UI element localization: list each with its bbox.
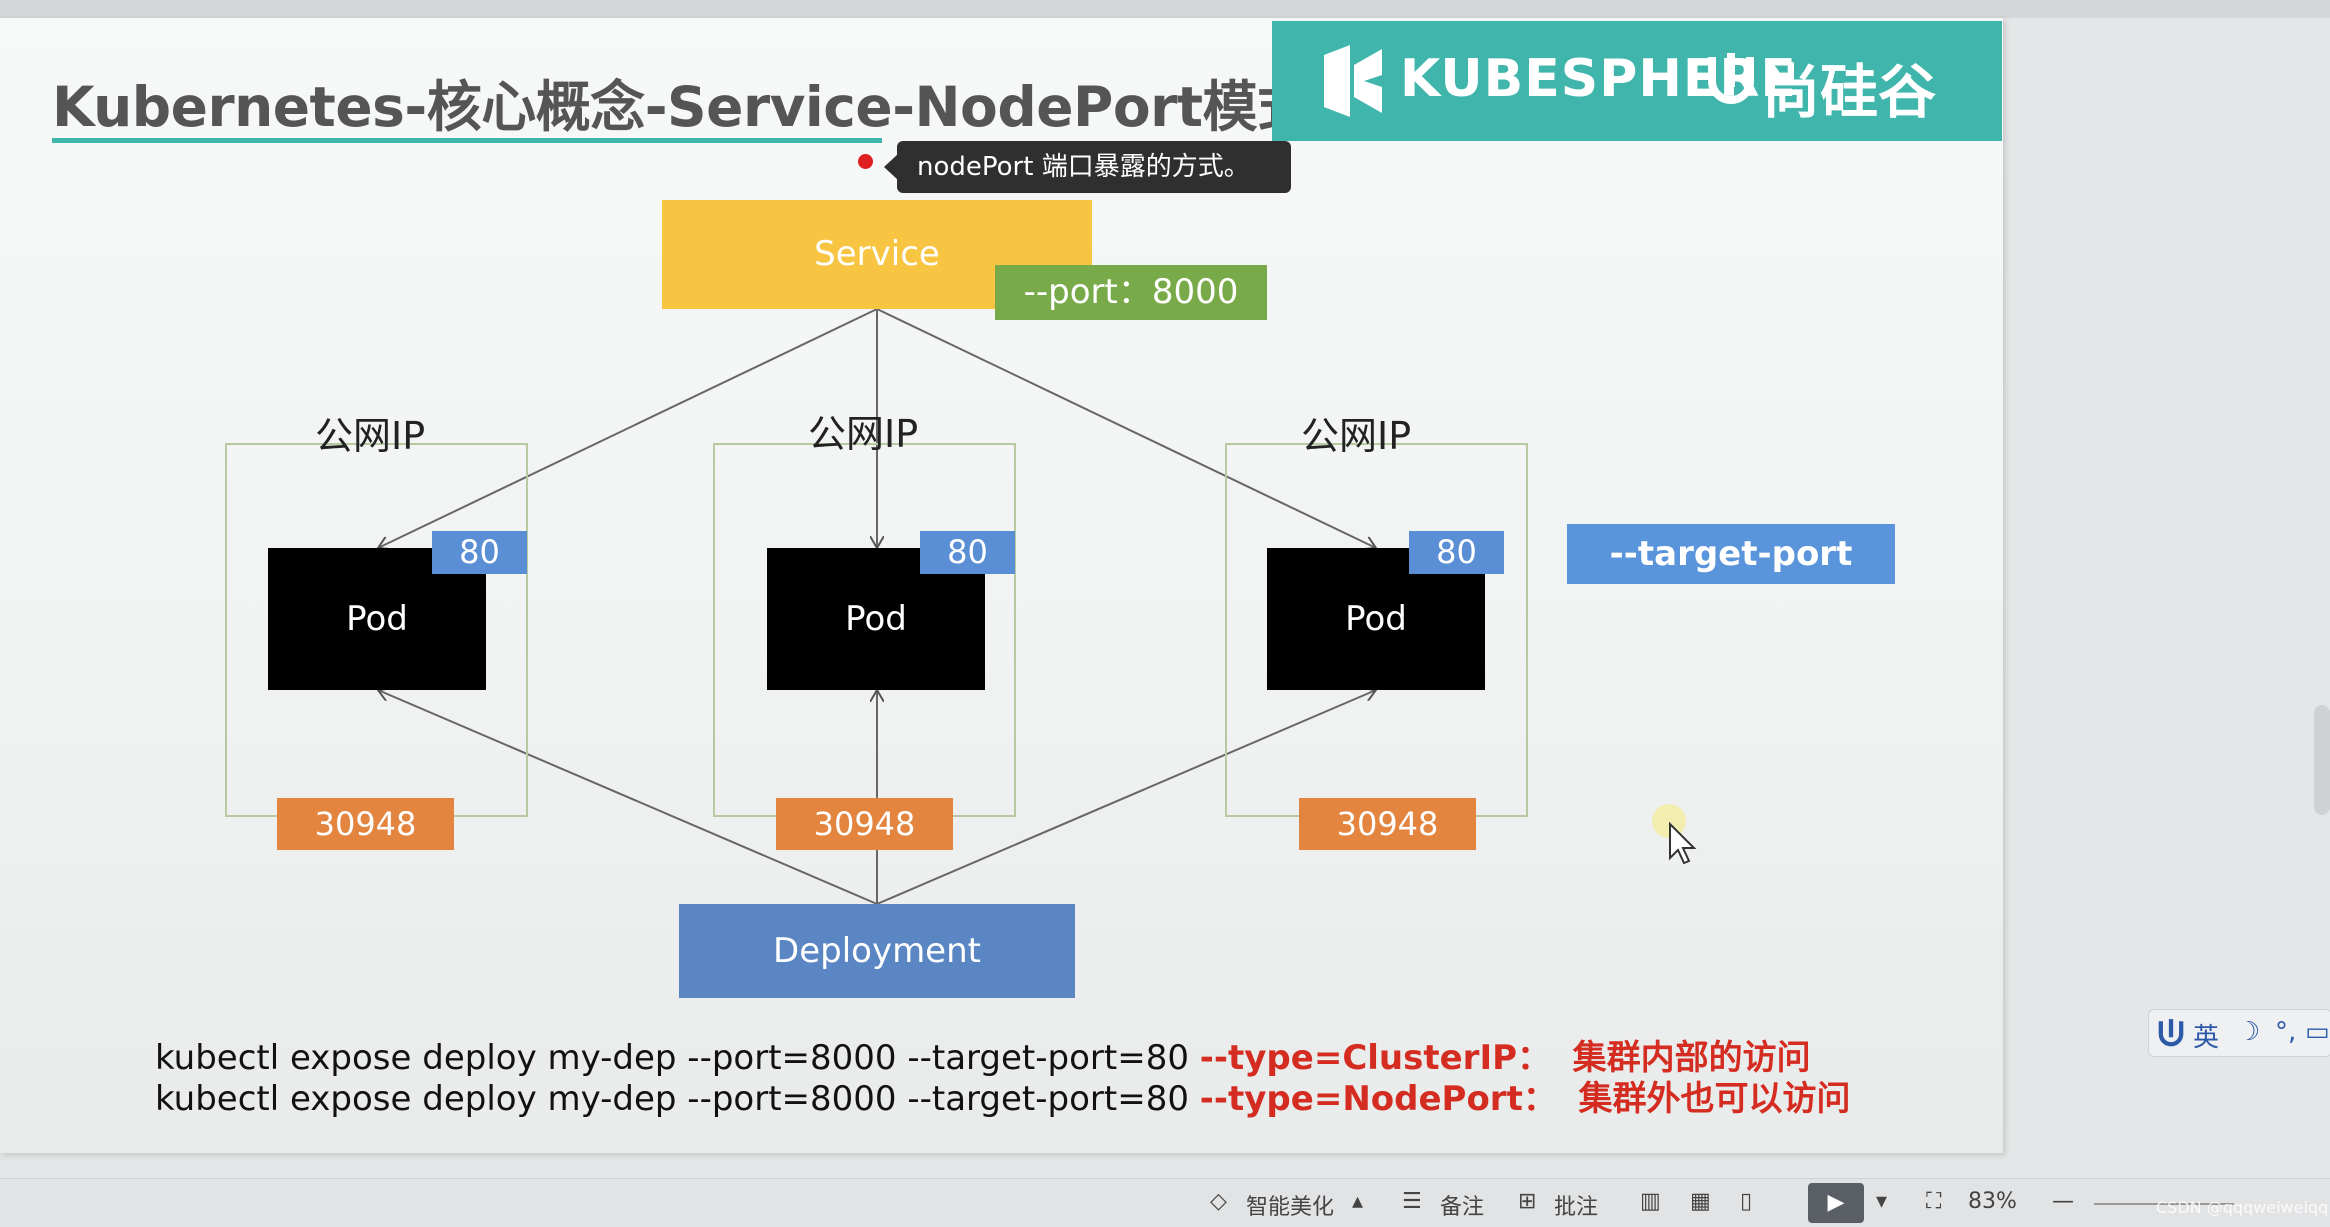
annotation-tooltip: nodePort 端口暴露的方式。 bbox=[897, 141, 1291, 193]
title-underline bbox=[52, 138, 882, 143]
target-port-badge-2: 80 bbox=[920, 531, 1015, 574]
node-label-2: 公网IP bbox=[808, 412, 919, 456]
zoom-slider[interactable] bbox=[2094, 1203, 2234, 1205]
beautify-button[interactable]: 智能美化 bbox=[1246, 1195, 1335, 1220]
beautify-icon[interactable]: ◇ bbox=[1210, 1189, 1227, 1214]
grid-view-icon[interactable]: ▦ bbox=[1690, 1189, 1711, 1214]
command-type: --type=NodePort： bbox=[1199, 1079, 1557, 1119]
command-note: 集群外也可以访问 bbox=[1578, 1079, 1851, 1119]
target-port-badge-3: 80 bbox=[1409, 531, 1504, 574]
reading-view-icon[interactable]: ▯ bbox=[1740, 1189, 1753, 1214]
normal-view-icon[interactable]: ▥ bbox=[1640, 1189, 1661, 1214]
tooltip-arrow bbox=[884, 154, 898, 180]
command-text: kubectl expose deploy my-dep --port=8000… bbox=[155, 1079, 1200, 1119]
target-port-badge-1: 80 bbox=[432, 531, 527, 574]
csdn-watermark: CSDN @qqqweiweiqq bbox=[2156, 1198, 2329, 1217]
zoom-out-icon[interactable]: — bbox=[2052, 1189, 2074, 1214]
atguigu-wordmark: 尚硅谷 bbox=[1762, 58, 1937, 126]
deployment-box: Deployment bbox=[679, 904, 1075, 998]
atguigu-logo-icon bbox=[1708, 53, 1754, 104]
laser-pointer-dot bbox=[858, 154, 873, 169]
comment-button[interactable]: 批注 bbox=[1554, 1195, 1599, 1220]
ime-language[interactable]: 英 bbox=[2193, 1023, 2220, 1053]
target-port-label: --target-port bbox=[1567, 524, 1895, 584]
command-type: --type=ClusterIP： bbox=[1199, 1038, 1552, 1078]
mouse-cursor-icon bbox=[1652, 804, 1697, 865]
port-tag: --port：8000 bbox=[995, 265, 1267, 320]
comment-icon[interactable]: ⊞ bbox=[1518, 1189, 1537, 1214]
ime-toolbar[interactable]: 英 ☽ °, ▭ bbox=[2148, 1009, 2330, 1057]
status-bar: ◇ 智能美化 ▴ ☰ 备注 ⊞ 批注 ▥ ▦ ▯ ▶ ▾ ⛶ 83% — bbox=[0, 1178, 2330, 1227]
notes-icon[interactable]: ☰ bbox=[1402, 1189, 1422, 1214]
slide-title: Kubernetes-核心概念-Service-NodePort模式 bbox=[52, 75, 1312, 139]
kubesphere-logo-icon bbox=[1324, 45, 1382, 117]
chevron-down-icon[interactable]: ▾ bbox=[1876, 1189, 1888, 1214]
brand-banner: KUBESPHERE 尚硅谷 bbox=[1272, 21, 2002, 141]
node-port-badge-3: 30948 bbox=[1299, 798, 1476, 850]
node-label-3: 公网IP bbox=[1301, 414, 1412, 458]
zoom-level[interactable]: 83% bbox=[1968, 1189, 2017, 1214]
atguigu-ime-icon bbox=[2158, 1019, 2184, 1047]
node-port-badge-2: 30948 bbox=[776, 798, 953, 850]
node-label-1: 公网IP bbox=[315, 414, 426, 458]
punctuation-icon[interactable]: °, bbox=[2275, 1017, 2297, 1047]
node-port-badge-1: 30948 bbox=[277, 798, 454, 850]
service-to-pod3-line bbox=[876, 308, 1376, 548]
moon-icon[interactable]: ☽ bbox=[2237, 1017, 2261, 1047]
chevron-up-icon[interactable]: ▴ bbox=[1352, 1189, 1364, 1214]
play-slideshow-icon[interactable]: ▶ bbox=[1808, 1183, 1864, 1223]
command-text: kubectl expose deploy my-dep --port=8000… bbox=[155, 1038, 1200, 1078]
deployment-to-pod1-line bbox=[378, 690, 878, 905]
fit-window-icon[interactable]: ⛶ bbox=[1926, 1189, 1942, 1214]
deployment-to-pod3-line bbox=[876, 690, 1376, 905]
vertical-scrollbar[interactable] bbox=[2314, 705, 2330, 815]
notes-button[interactable]: 备注 bbox=[1440, 1195, 1485, 1220]
window-top-strip bbox=[0, 0, 2330, 18]
command-note: 集群内部的访问 bbox=[1572, 1038, 1811, 1078]
command-line-1: kubectl expose deploy my-dep --port=8000… bbox=[155, 1030, 1811, 1079]
keyboard-icon[interactable]: ▭ bbox=[2305, 1017, 2330, 1047]
service-to-pod1-line bbox=[378, 308, 878, 548]
command-line-2: kubectl expose deploy my-dep --port=8000… bbox=[155, 1071, 1850, 1120]
